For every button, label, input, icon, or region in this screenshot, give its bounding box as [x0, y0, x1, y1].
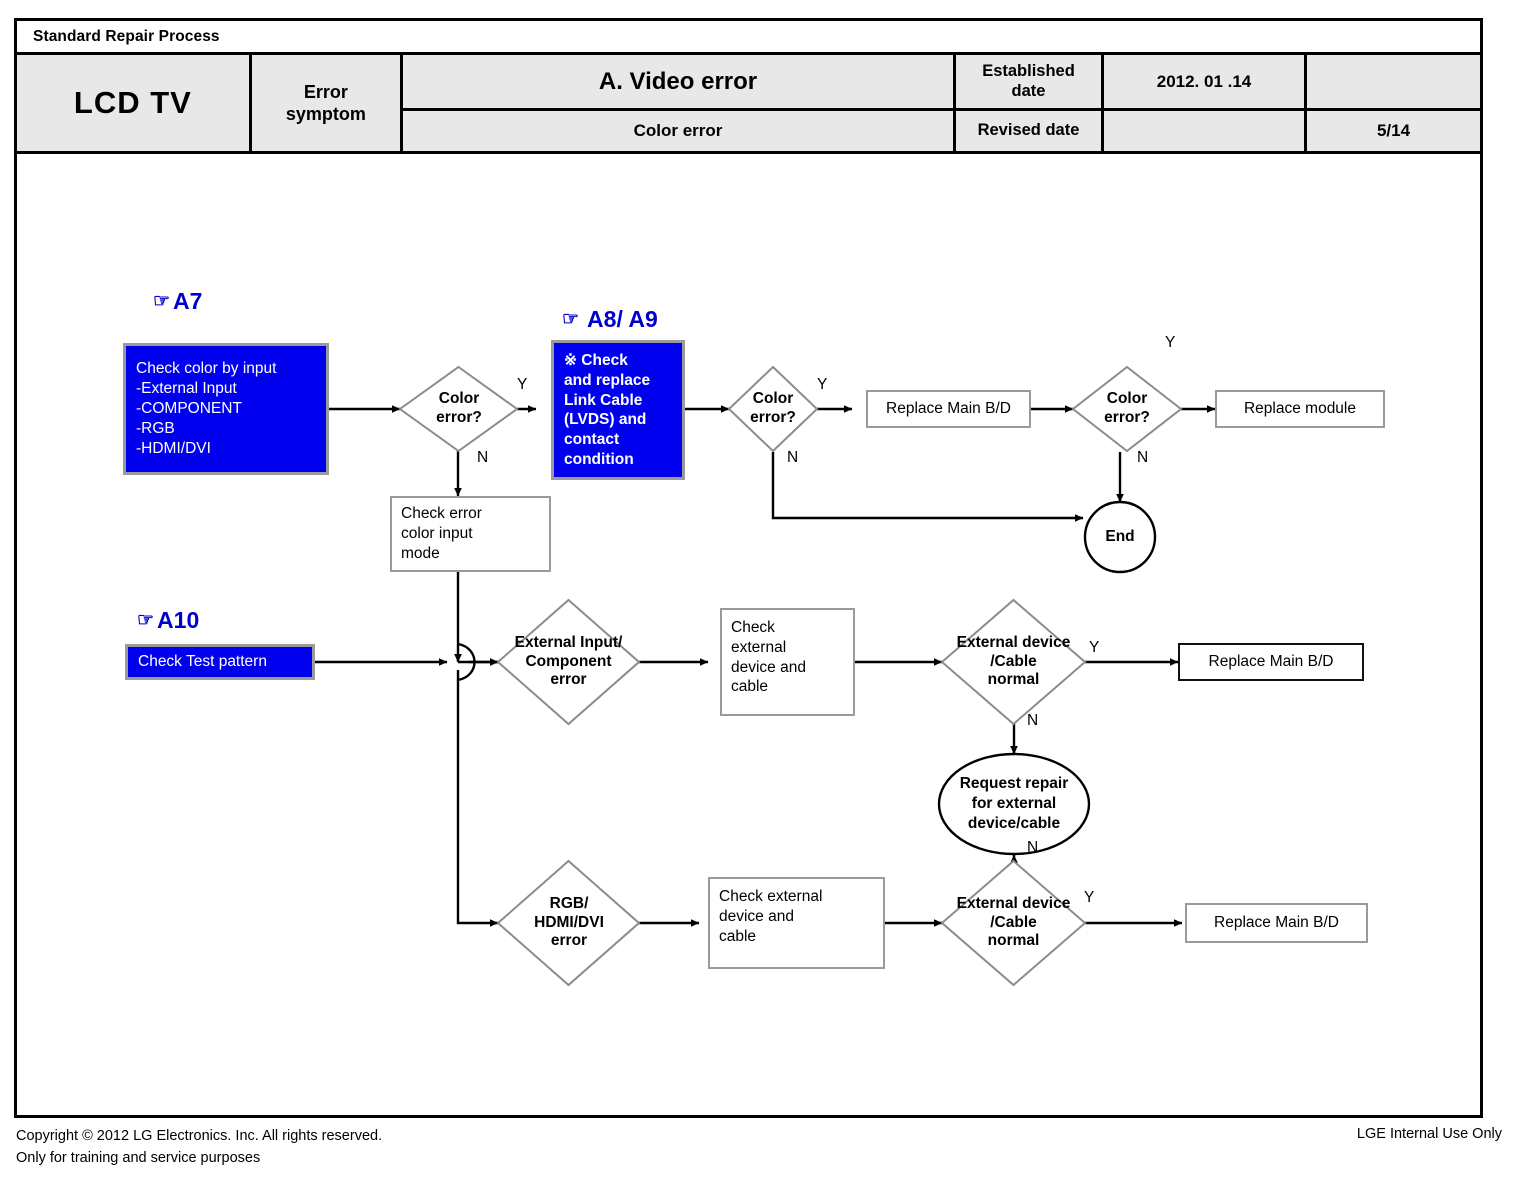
- branch-label-y4: Y: [1089, 639, 1100, 656]
- header-established-label-cell: Established date: [956, 55, 1104, 108]
- hand-pointer-icon: ☞: [137, 610, 155, 631]
- branch-label-n1: N: [477, 449, 489, 466]
- node-replace-main-bd-3[interactable]: Replace Main B/D: [1185, 903, 1368, 943]
- diamond-external-device-cable-2: [940, 859, 1087, 987]
- footer-copyright: Copyright © 2012 LG Electronics. Inc. Al…: [16, 1126, 382, 1170]
- diamond-color-error-1: [398, 365, 519, 453]
- header-error-sub: Color error: [633, 121, 723, 140]
- header-error-sub-cell: Color error: [403, 111, 956, 151]
- header-established-date-cell: 2012. 01 .14: [1104, 55, 1307, 108]
- branch-label-n5: N: [1027, 839, 1039, 856]
- footer-internal-use: LGE Internal Use Only: [1356, 1126, 1502, 1142]
- node-check-test-pattern[interactable]: Check Test pattern: [125, 644, 315, 680]
- branch-label-y1: Y: [517, 376, 528, 393]
- header-symptom-label-cell: Error symptom: [251, 55, 403, 151]
- tag-a7: ☞ A7: [153, 288, 202, 315]
- header-revised-label: Revised date: [977, 121, 1080, 140]
- end-circle: [1083, 500, 1157, 574]
- header-revised-label-cell: Revised date: [956, 111, 1104, 151]
- header-established-date: 2012. 01 .14: [1156, 71, 1252, 91]
- footer-copyright-line-2: Only for training and service purposes: [16, 1149, 261, 1166]
- node-check-external-device-and-cable-1[interactable]: Check external device and cable: [720, 608, 855, 716]
- node-check-replace-link-cable[interactable]: ※ Check and replace Link Cable (LVDS) an…: [551, 340, 685, 480]
- node-check-error-color-input-mode[interactable]: Check error color input mode: [390, 496, 551, 572]
- tag-a8-a9: ☞ A8/ A9: [562, 306, 658, 333]
- diamond-external-input-component: [496, 598, 641, 726]
- page-footer: Copyright © 2012 LG Electronics. Inc. Al…: [0, 1126, 1518, 1186]
- footer-copyright-line-1: Copyright © 2012 LG Electronics. Inc. Al…: [16, 1128, 383, 1144]
- header-revised-date-cell: [1104, 111, 1307, 151]
- node-check-external-device-and-cable-2[interactable]: Check external device and cable: [708, 877, 885, 969]
- hand-pointer-icon: ☞: [153, 291, 171, 312]
- document-frame: Standard Repair Process LCD TV Error sym…: [14, 18, 1483, 1118]
- branch-label-y5: Y: [1084, 889, 1095, 906]
- hand-pointer-icon: ☞: [562, 309, 580, 330]
- tag-a10-label: A10: [157, 607, 200, 633]
- header-row-established: A. Video error Established date 2012. 01…: [403, 55, 1480, 111]
- header-table: LCD TV Error symptom A. Video error Esta…: [17, 55, 1480, 154]
- label-request-repair: Request repair for external device/cable: [959, 775, 1069, 832]
- flowchart-canvas: ☞ A7 ☞ A8/ A9 ☞ A10 Check color by input…: [17, 154, 1480, 1118]
- line-jump-arc: [457, 642, 476, 682]
- tag-a7-label: A7: [173, 288, 203, 314]
- header-symptom-label: Error symptom: [285, 81, 366, 125]
- header-model-value: LCD TV: [73, 85, 192, 120]
- request-repair-ellipse: [937, 752, 1091, 856]
- diamond-rgb-hdmi-dvi: [496, 859, 641, 987]
- node-check-color-by-input[interactable]: Check color by input -External Input -CO…: [123, 343, 329, 475]
- node-replace-module[interactable]: Replace module: [1215, 390, 1385, 428]
- tag-a8-a9-label: A8/ A9: [587, 306, 658, 332]
- header-extra-cell: [1307, 55, 1480, 108]
- header-right-group: A. Video error Established date 2012. 01…: [403, 55, 1480, 151]
- header-page-cell: 5/14: [1307, 111, 1480, 151]
- header-model-cell: LCD TV: [17, 55, 252, 151]
- header-error-name-cell: A. Video error: [403, 55, 956, 108]
- tag-a10: ☞ A10: [137, 607, 199, 634]
- label-end: End: [1105, 528, 1135, 546]
- header-page-number: 5/14: [1376, 121, 1411, 140]
- branch-label-n4: N: [1027, 712, 1039, 729]
- branch-label-y3: Y: [1165, 334, 1176, 351]
- diamond-external-device-cable-1: [940, 598, 1087, 726]
- document-title: Standard Repair Process: [33, 27, 220, 45]
- branch-label-n2: N: [787, 449, 799, 466]
- header-error-name: A. Video error: [598, 67, 758, 95]
- branch-label-n3: N: [1137, 449, 1149, 466]
- diamond-color-error-3: [1071, 365, 1183, 453]
- node-replace-main-bd-2[interactable]: Replace Main B/D: [1178, 643, 1364, 681]
- diamond-color-error-2: [727, 365, 819, 453]
- document-title-bar: Standard Repair Process: [17, 21, 1480, 55]
- branch-label-y2: Y: [817, 376, 828, 393]
- flowchart-connectors: [315, 365, 1216, 987]
- node-replace-main-bd-1[interactable]: Replace Main B/D: [866, 390, 1031, 428]
- header-row-revised: Color error Revised date 5/14: [403, 111, 1480, 151]
- header-established-label: Established date: [982, 61, 1075, 100]
